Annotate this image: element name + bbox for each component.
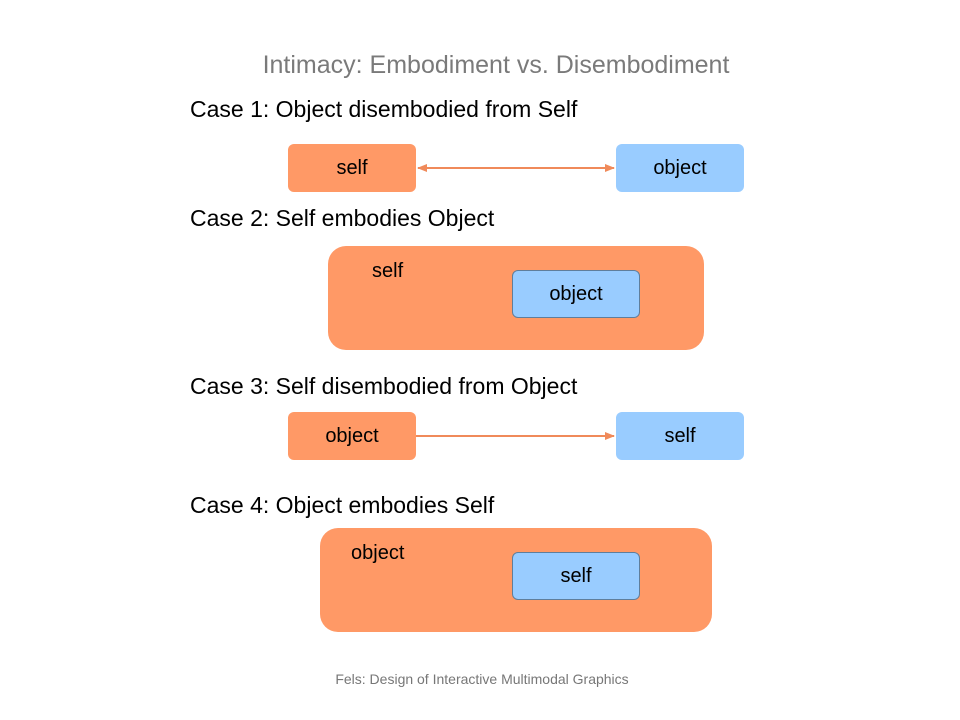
case-1-self-box: self [288, 144, 416, 192]
case-4-heading: Case 4: Object embodies Self [190, 492, 495, 518]
case-2-self-container: self object [328, 246, 704, 350]
footer-credit: Fels: Design of Interactive Multimodal G… [335, 671, 629, 687]
case-3-self-box: self [616, 412, 744, 460]
case-2-heading: Case 2: Self embodies Object [190, 205, 495, 231]
case-2-self-label: self [372, 260, 404, 282]
case-4-self-box: self [512, 552, 640, 600]
slide-title: Intimacy: Embodiment vs. Disembodiment [262, 51, 730, 79]
case-3-heading: Case 3: Self disembodied from Object [190, 373, 578, 399]
case-1-heading: Case 1: Object disembodied from Self [190, 96, 578, 122]
case-3-object-box: object [288, 412, 416, 460]
case-2-object-box: object [512, 270, 640, 318]
case-4-object-container: object self [320, 528, 712, 632]
case-4-object-label: object [351, 542, 405, 564]
case-1-object-box: object [616, 144, 744, 192]
